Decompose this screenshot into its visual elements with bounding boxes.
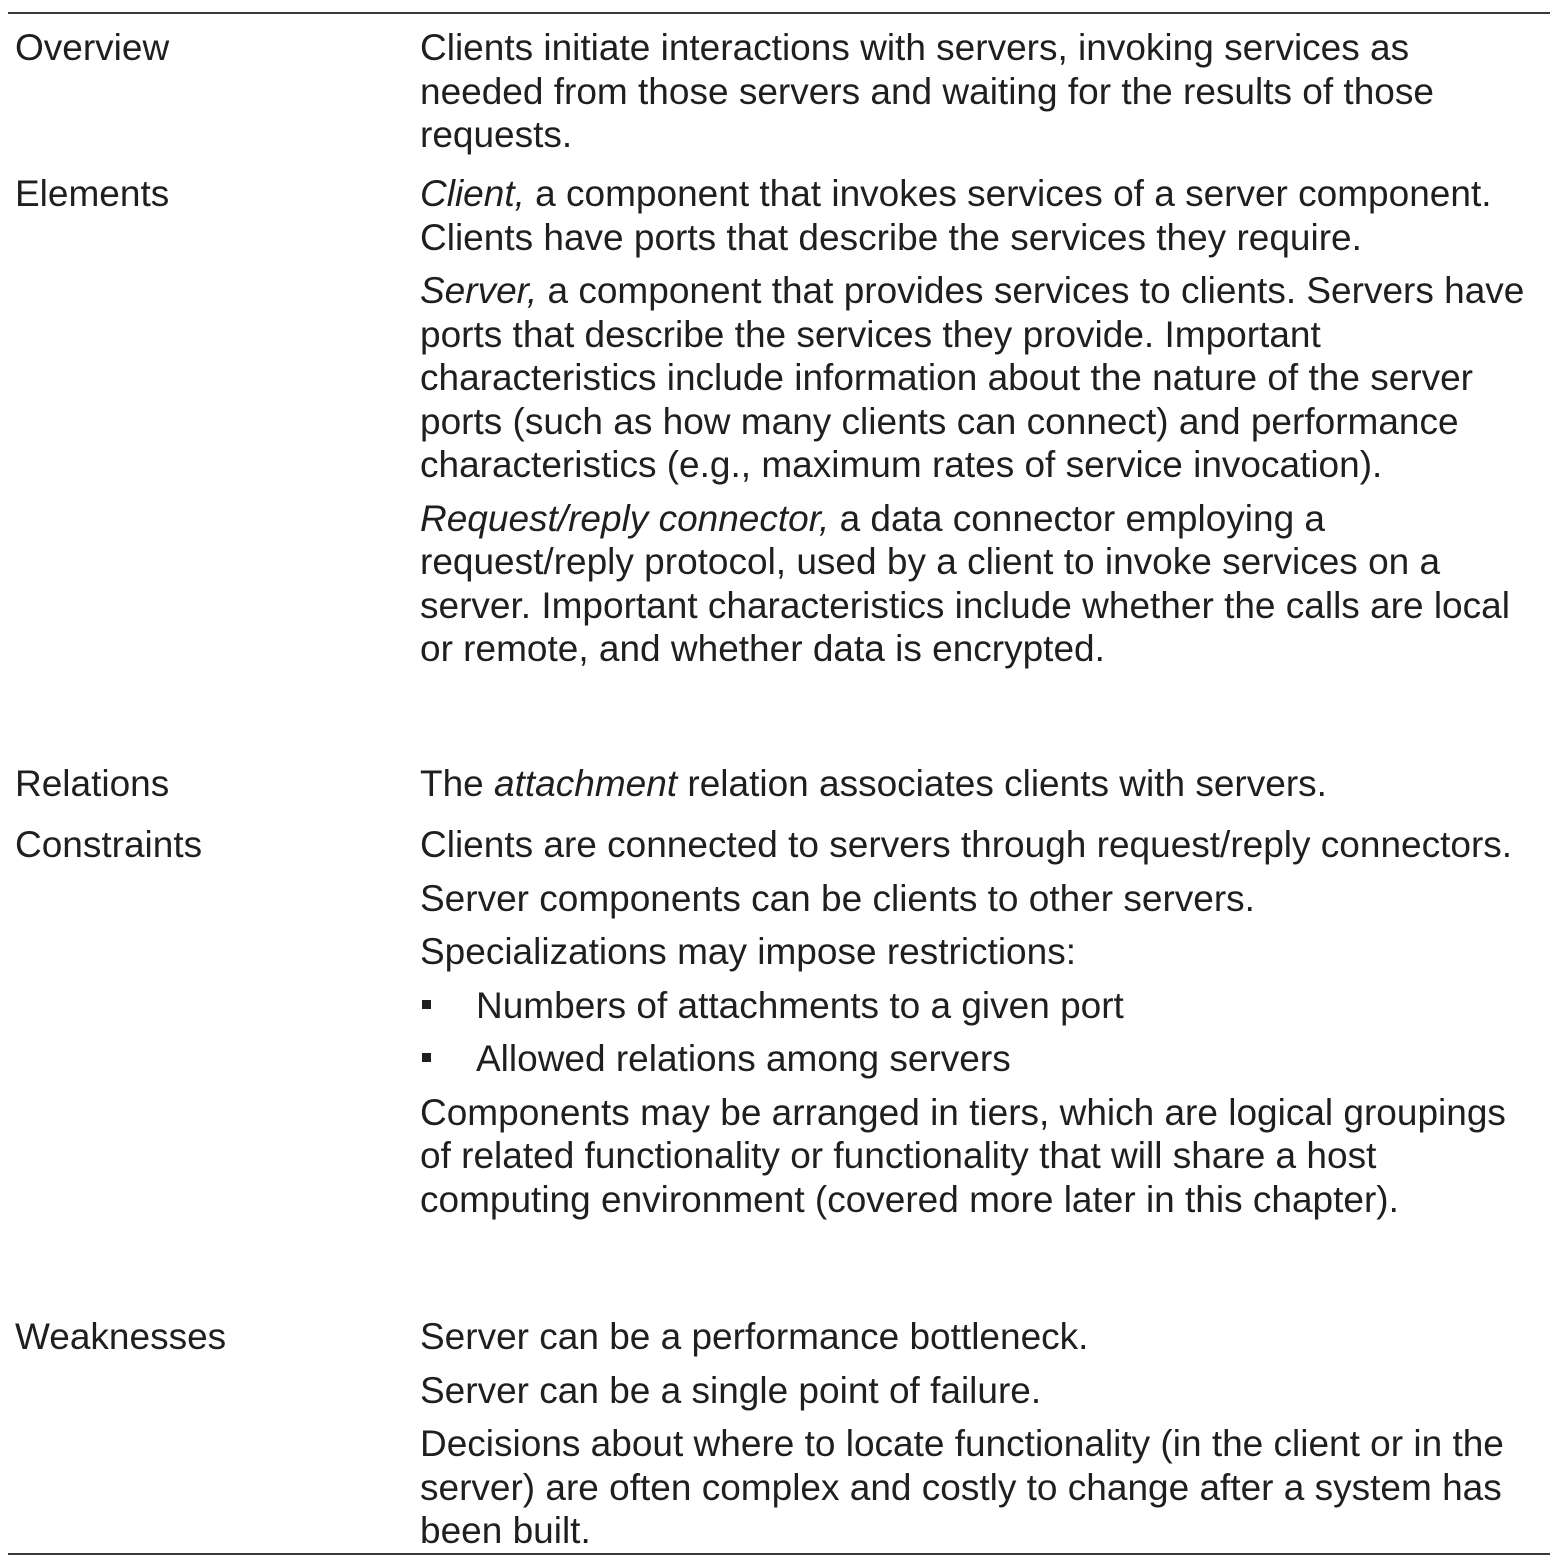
relations-post: relation associates clients with servers… (677, 763, 1327, 804)
element-server-desc: a component that provides services to cl… (420, 270, 1525, 485)
relations-pre: The (420, 763, 495, 804)
row-content-overview: Clients initiate interactions with serve… (420, 26, 1535, 157)
weakness-3: Decisions about where to locate function… (420, 1423, 1504, 1551)
row-label-elements: Elements (15, 173, 170, 214)
term-server: Server, (420, 270, 538, 311)
constraint-closing: Components may be arranged in tiers, whi… (420, 1091, 1506, 1220)
row-label-relations: Relations (15, 763, 170, 804)
term-connector: Request/reply connector, (420, 497, 830, 539)
element-client: Client, a component that invokes service… (420, 172, 1535, 259)
bullet-text: Allowed relations among servers (476, 1038, 1011, 1079)
row-label-overview: Overview (15, 27, 170, 68)
list-item: Allowed relations among servers (420, 1037, 1535, 1081)
constraint-1: Clients are connected to servers through… (420, 824, 1513, 865)
element-connector: Request/reply connector, a data connecto… (420, 497, 1535, 671)
row-content-relations: The attachment relation associates clien… (420, 762, 1535, 806)
bullet-square-icon (422, 999, 431, 1009)
term-attachment: attachment (494, 763, 678, 804)
weakness-1: Server can be a performance bottleneck. (420, 1316, 1089, 1357)
bullet-square-icon (422, 1053, 431, 1062)
row-content-weaknesses: Server can be a performance bottleneck. … (420, 1315, 1535, 1553)
constraint-3: Specializations may impose restrictions: (420, 931, 1076, 972)
element-client-desc: a component that invokes services of a s… (420, 173, 1492, 258)
overview-text: Clients initiate interactions with serve… (420, 27, 1434, 155)
bullet-text: Numbers of attachments to a given port (476, 984, 1124, 1026)
row-content-constraints: Clients are connected to servers through… (420, 823, 1535, 1221)
relations-text: The attachment relation associates clien… (420, 762, 1535, 806)
element-connector-desc: a data connector employing a request/rep… (420, 497, 1510, 670)
row-content-elements: Client, a component that invokes service… (420, 172, 1535, 671)
list-item: Numbers of attachments to a given port (420, 984, 1535, 1028)
constraint-2: Server components can be clients to othe… (420, 877, 1255, 919)
row-label-constraints: Constraints (15, 824, 203, 865)
weakness-2: Server can be a single point of failure. (420, 1369, 1042, 1411)
table-top-rule (8, 12, 1550, 14)
row-label-weaknesses: Weaknesses (15, 1316, 227, 1357)
term-client: Client, (420, 173, 525, 214)
element-server: Server, a component that provides servic… (420, 269, 1535, 487)
table-bottom-rule (8, 1553, 1550, 1555)
